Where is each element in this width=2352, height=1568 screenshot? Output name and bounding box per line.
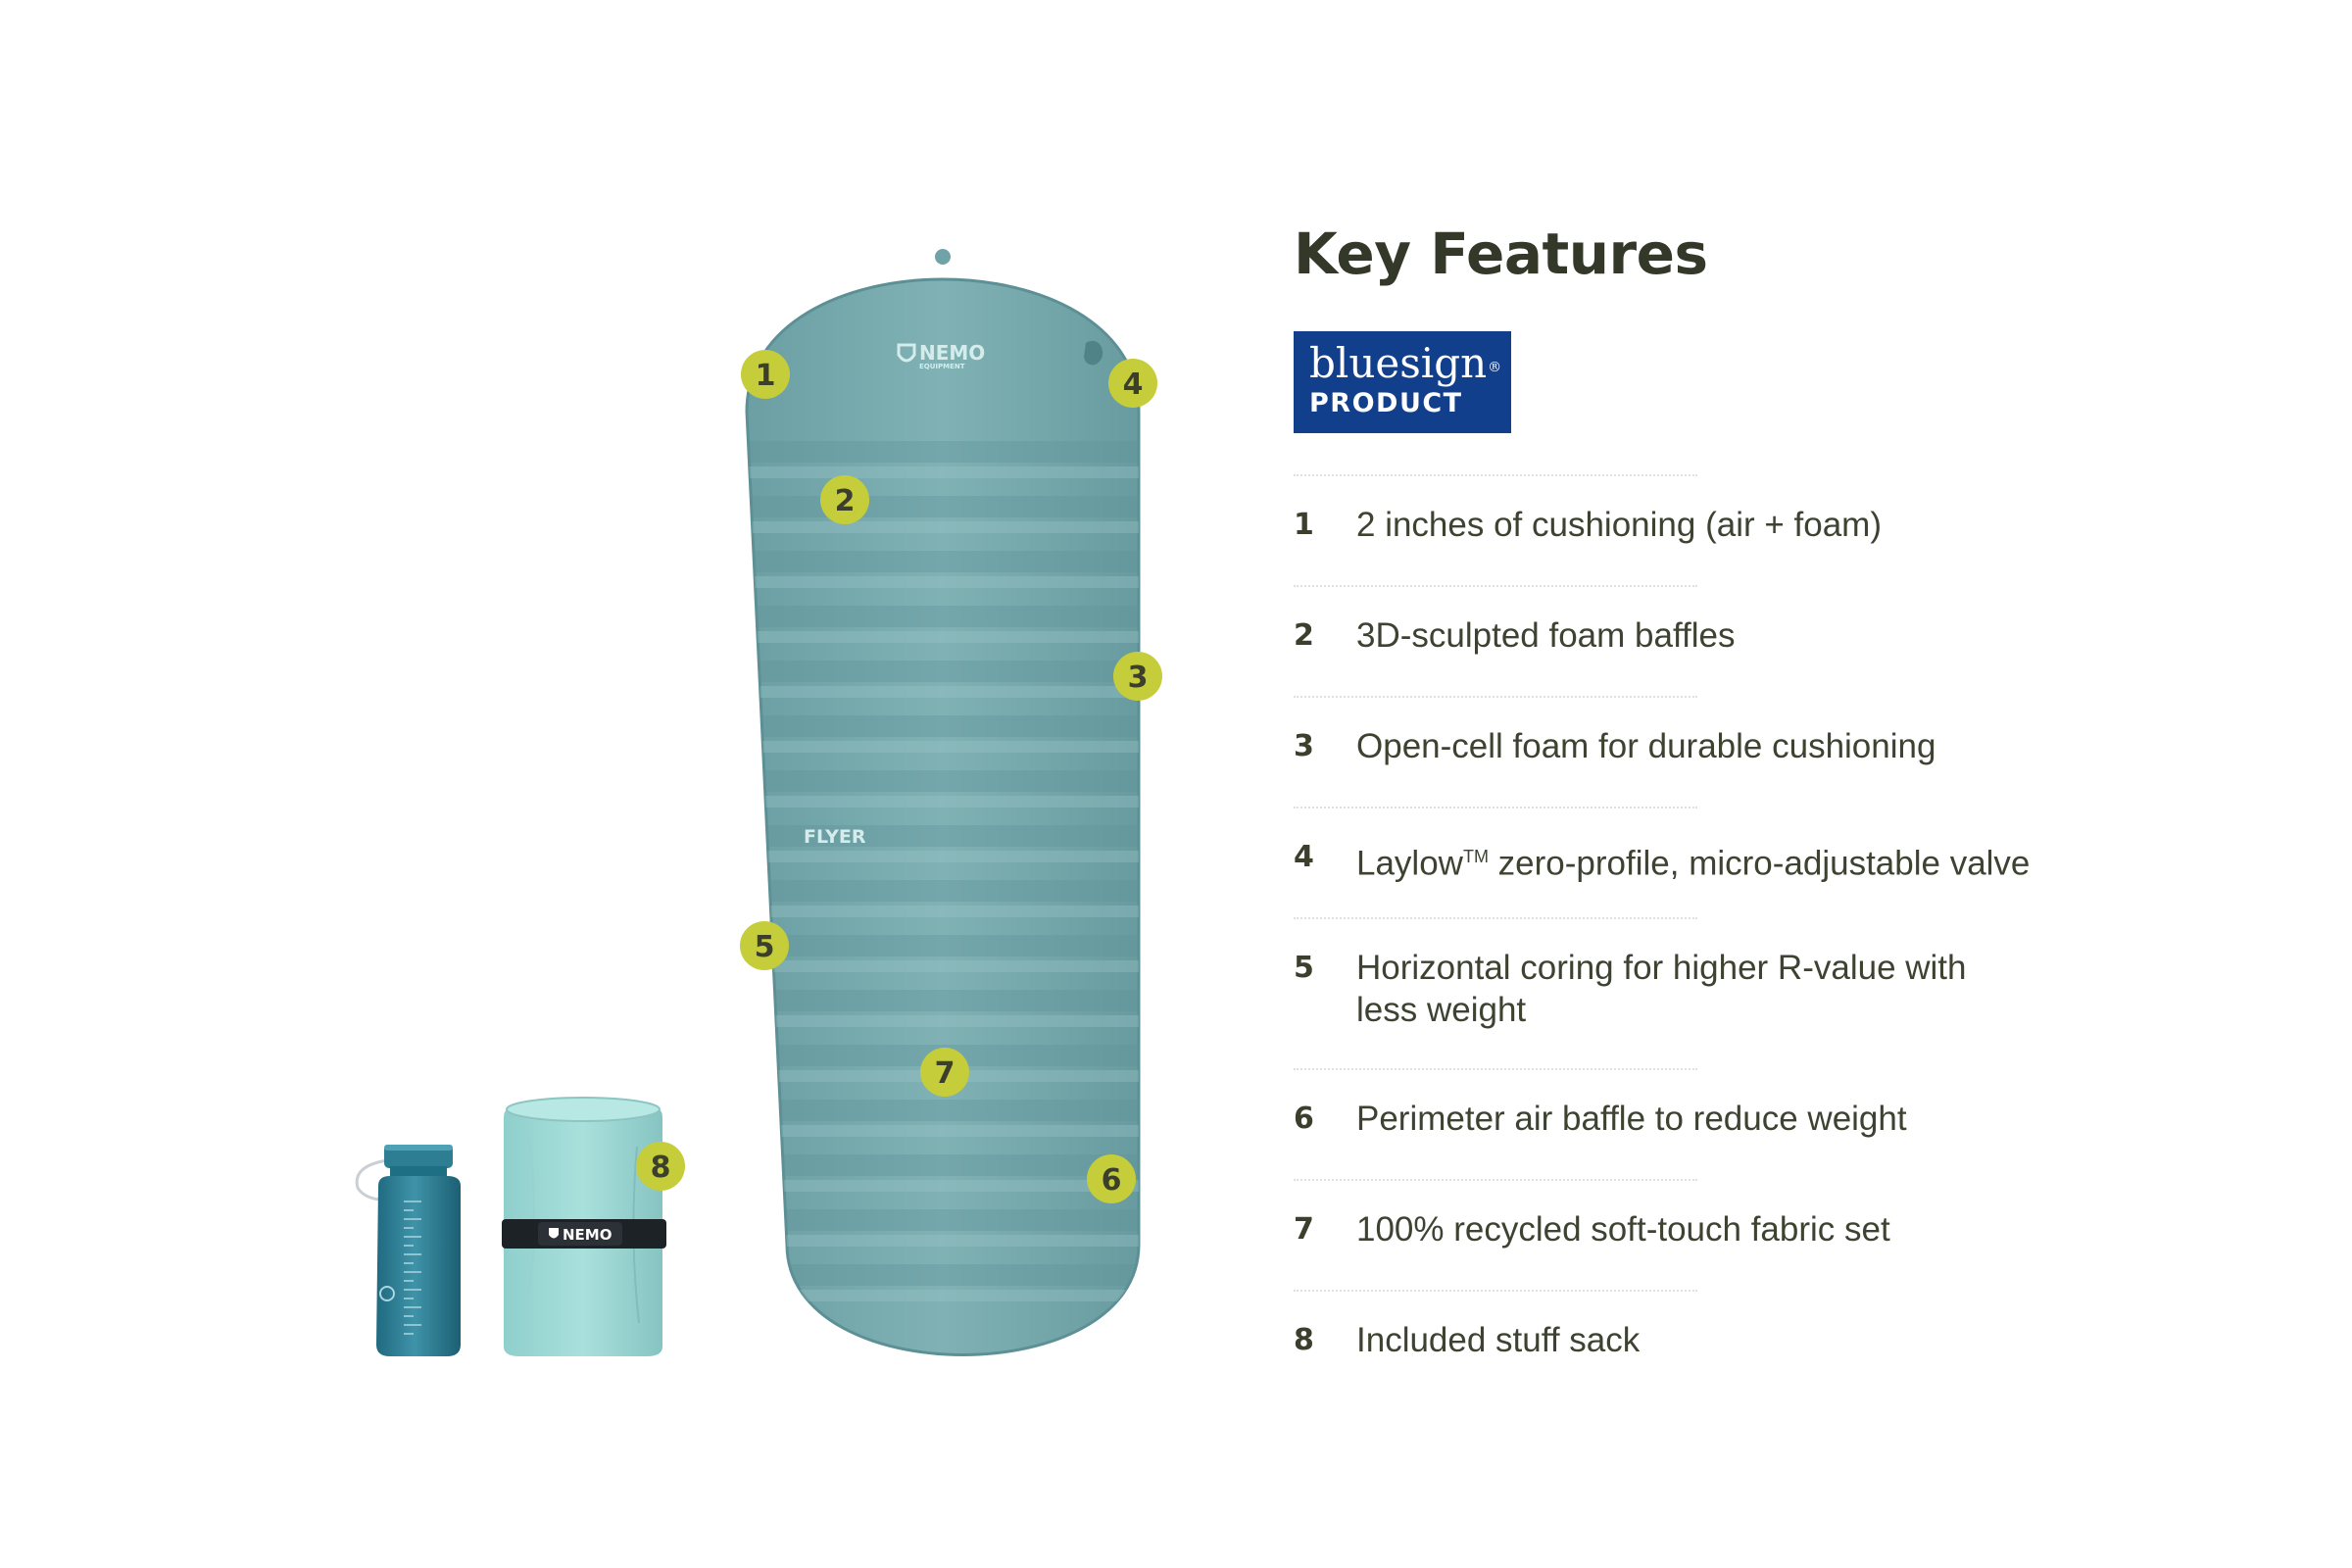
feature-number: 5 [1294,951,1314,985]
sack-logo-icon [549,1228,559,1239]
baffle-groove [747,1100,1139,1121]
feature-number: 1 [1294,508,1314,542]
baffle-highlight [747,906,1139,917]
baffle-highlight [747,466,1139,478]
baffle-highlight [747,1290,1139,1301]
svg-text:5: 5 [755,930,775,964]
marker-5: 5 [740,921,789,970]
feature-markers: 1 2 3 4 5 6 7 8 [636,350,1162,1203]
marker-2: 2 [820,475,869,524]
baffle-groove [747,661,1139,682]
mat-brand: NEMO [919,341,985,365]
svg-text:8: 8 [651,1151,671,1185]
feature-text: Open-cell foam for durable cushioning [1356,727,1936,765]
baffle-groove [747,935,1139,956]
feature-number: 2 [1294,618,1314,653]
baffle-highlight [747,1125,1139,1137]
baffle-highlight [747,576,1139,588]
divider [1294,696,1697,698]
baffle-highlight [747,796,1139,808]
feature-text: Perimeter air baffle to reduce weight [1356,1100,1907,1138]
svg-text:6: 6 [1102,1163,1122,1198]
valve-icon [1084,340,1103,366]
marker-3: 3 [1113,652,1162,701]
sack-brand: NEMO [563,1226,612,1244]
divider [1294,807,1697,808]
marker-1: 1 [741,350,790,399]
baffle-highlight [747,521,1139,533]
svg-text:4: 4 [1123,368,1144,402]
list-item: 2 3D-sculpted foam baffles [1294,585,2176,696]
baffle-groove [747,1264,1139,1286]
svg-text:3: 3 [1128,661,1149,695]
key-features-panel: Key Features bluesign® PRODUCT 1 2 inche… [1294,225,2176,1400]
baffle-groove [747,496,1139,517]
feature-text: 2 inches of cushioning (air + foam) [1356,506,1882,544]
list-item: 8 Included stuff sack [1294,1290,2176,1400]
bluesign-badge: bluesign® PRODUCT [1294,331,1511,433]
stuff-sack: NEMO [502,1097,666,1356]
list-item: 4 LaylowTM zero-profile, micro-adjustabl… [1294,807,2176,917]
feature-text: 100% recycled soft-touch fabric set [1356,1210,1890,1249]
marker-4: 4 [1108,359,1157,408]
foam-baffles [747,441,1139,1301]
baffle-groove [747,551,1139,572]
product-illustration: NEMO EQUIPMENT FLYER NEMO 1 2 [355,249,1162,1356]
list-item: 1 2 inches of cushioning (air + foam) [1294,474,2176,585]
baffle-highlight [747,851,1139,862]
divider [1294,474,1697,476]
divider [1294,917,1697,919]
divider [1294,1290,1697,1292]
baffle-groove [747,1154,1139,1176]
baffle-highlight [747,1235,1139,1247]
badge-sub: PRODUCT [1309,388,1463,418]
feature-number: 4 [1294,840,1314,874]
baffle-groove [747,825,1139,847]
nemo-logo-icon [897,343,916,363]
feature-number: 3 [1294,729,1314,763]
badge-word: bluesign® [1309,339,1502,387]
list-item: 6 Perimeter air baffle to reduce weight [1294,1068,2176,1179]
marker-7: 7 [920,1048,969,1097]
list-item: 3 Open-cell foam for durable cushioning [1294,696,2176,807]
sleeping-mat: NEMO EQUIPMENT FLYER [745,249,1141,1356]
svg-text:2: 2 [835,484,856,518]
feature-number: 7 [1294,1212,1314,1247]
feature-text: Horizontal coring for higher R-value wit… [1356,949,1967,1029]
baffle-highlight [747,960,1139,972]
section-heading: Key Features [1294,220,1708,287]
mat-brand-sub: EQUIPMENT [919,363,965,370]
feature-text: 3D-sculpted foam baffles [1356,616,1736,655]
baffle-highlight [747,631,1139,643]
baffle-groove [747,1209,1139,1231]
baffle-groove [747,770,1139,792]
baffle-highlight [747,686,1139,698]
list-item: 5 Horizontal coring for higher R-value w… [1294,917,2176,1068]
marker-8: 8 [636,1142,685,1191]
baffle-groove [747,880,1139,902]
feature-number: 6 [1294,1102,1314,1136]
baffle-groove [747,715,1139,737]
feature-text: LaylowTM zero-profile, micro-adjustable … [1356,844,2031,883]
svg-text:1: 1 [756,359,776,393]
divider [1294,585,1697,587]
svg-text:7: 7 [935,1056,956,1091]
mat-model: FLYER [804,826,866,848]
feature-list: 1 2 inches of cushioning (air + foam) 2 … [1294,474,2176,1400]
baffle-groove [747,606,1139,627]
feature-number: 8 [1294,1323,1314,1357]
divider [1294,1068,1697,1070]
baffle-highlight [747,1180,1139,1192]
measurement-marks [404,1200,421,1335]
bottle-logo-icon [379,1286,395,1301]
feature-text: Included stuff sack [1356,1321,1641,1359]
water-bottle [355,1145,461,1356]
baffle-highlight [747,741,1139,753]
divider [1294,1179,1697,1181]
marker-6: 6 [1087,1154,1136,1203]
list-item: 7 100% recycled soft-touch fabric set [1294,1179,2176,1290]
baffle-highlight [747,1015,1139,1027]
baffle-groove [747,441,1139,463]
baffle-groove [747,990,1139,1011]
